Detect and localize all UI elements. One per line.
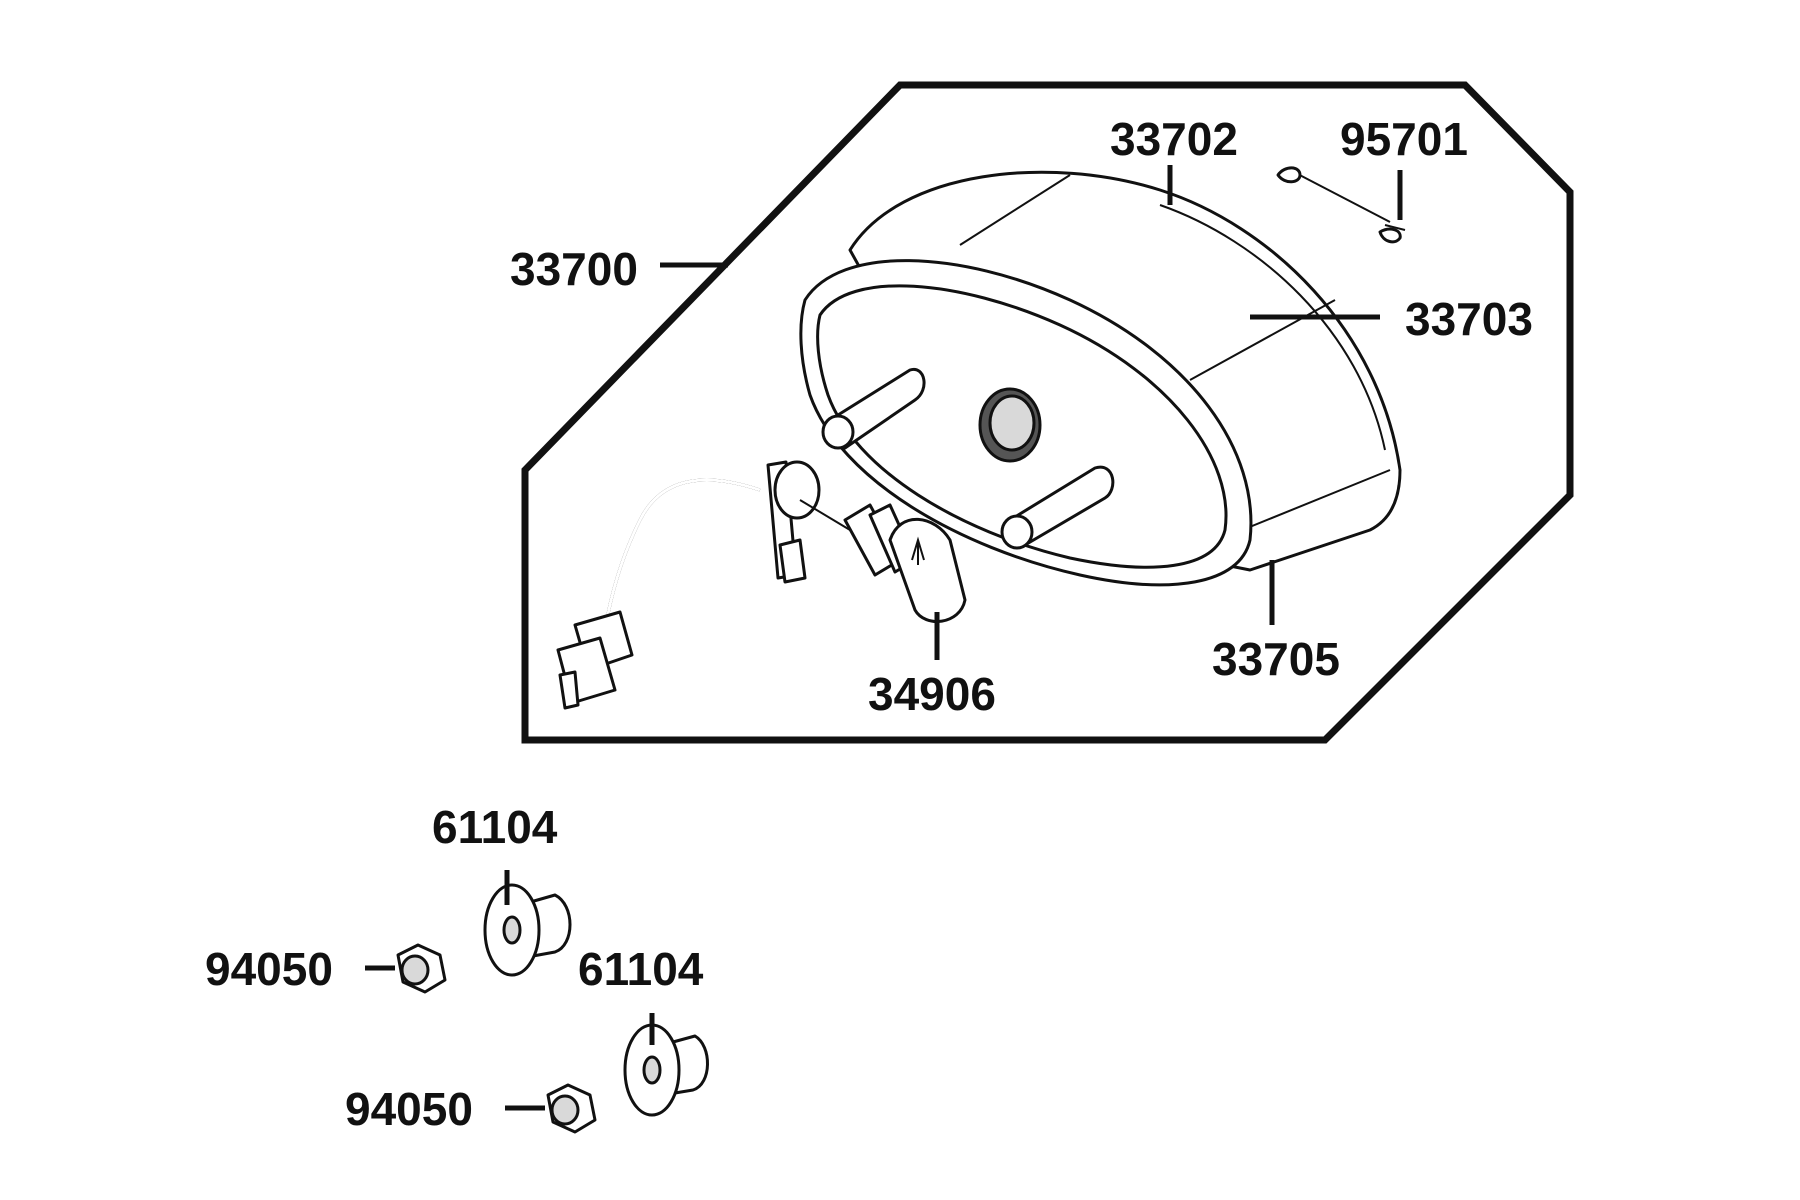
label-33705: 33705	[1212, 633, 1340, 685]
label-95701: 95701	[1340, 113, 1468, 165]
bulb-socket-harness	[556, 460, 967, 710]
label-33702: 33702	[1110, 113, 1238, 165]
label-33703: 33703	[1405, 293, 1533, 345]
label-61104-upper: 61104	[432, 801, 558, 853]
socket-bracket	[766, 460, 821, 584]
tail-lamp-housing	[799, 170, 1402, 587]
label-33700: 33700	[510, 243, 638, 295]
screw-95701	[1276, 166, 1406, 244]
label-94050-upper: 94050	[205, 943, 333, 995]
mounting-stud-right	[1000, 465, 1115, 550]
collar-61104-upper	[483, 883, 572, 977]
label-94050-lower: 94050	[345, 1083, 473, 1135]
mounting-stud-left	[821, 367, 926, 450]
label-61104-lower: 61104	[578, 943, 704, 995]
bulb-34906	[799, 499, 967, 623]
nut-94050-upper	[396, 943, 447, 994]
label-34906: 34906	[868, 668, 996, 720]
collar-61104-lower	[623, 1023, 709, 1117]
wire-connector	[556, 610, 634, 710]
assembly-frame	[521, 81, 1574, 744]
center-grommet	[978, 387, 1042, 463]
nut-94050-lower	[546, 1083, 597, 1134]
